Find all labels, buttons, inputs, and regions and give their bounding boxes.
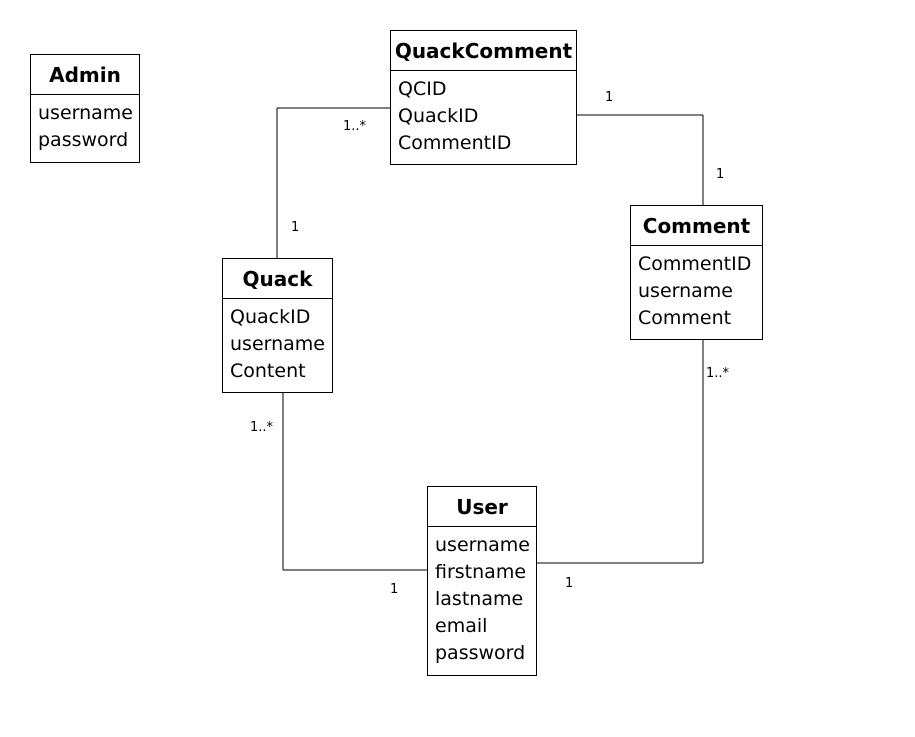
- multiplicity-user-to-quack: 1: [390, 582, 399, 597]
- attribute: CommentID: [638, 253, 752, 275]
- attribute: CommentID: [398, 132, 512, 154]
- multiplicity-quack-to-user: 1..*: [250, 420, 274, 435]
- attribute-list: username password: [31, 95, 139, 154]
- attribute-list: CommentID username Comment: [631, 246, 762, 332]
- attribute: QuackID: [398, 105, 479, 127]
- attribute: username: [638, 280, 733, 302]
- class-user: User username firstname lastname email p…: [427, 486, 537, 676]
- attribute-list: QCID QuackID CommentID: [391, 71, 576, 157]
- multiplicity-quack-to-quackcomment: 1: [291, 220, 300, 235]
- attribute: email: [435, 615, 488, 637]
- attribute-list: QuackID username Content: [223, 299, 332, 385]
- attribute: QCID: [398, 78, 447, 100]
- attribute: username: [230, 333, 325, 355]
- class-name: Quack: [223, 259, 332, 299]
- attribute: password: [435, 642, 526, 664]
- class-quack: Quack QuackID username Content: [222, 258, 333, 393]
- class-admin: Admin username password: [30, 54, 140, 163]
- attribute: QuackID: [230, 306, 311, 328]
- attribute: Comment: [638, 307, 732, 329]
- multiplicity-comment-to-quackcomment: 1: [716, 167, 725, 182]
- class-name: Admin: [31, 55, 139, 95]
- attribute: password: [38, 129, 129, 151]
- multiplicity-user-to-comment: 1: [565, 576, 574, 591]
- attribute: username: [435, 534, 530, 556]
- attribute: firstname: [435, 561, 527, 583]
- attribute: Content: [230, 360, 306, 382]
- multiplicity-comment-to-user: 1..*: [706, 366, 730, 381]
- class-name: Comment: [631, 206, 762, 246]
- attribute-list: username firstname lastname email passwo…: [428, 527, 536, 667]
- attribute: username: [38, 102, 133, 124]
- class-name: QuackComment: [391, 31, 576, 71]
- attribute: lastname: [435, 588, 524, 610]
- multiplicity-quackcomment-to-quack: 1..*: [343, 119, 367, 134]
- multiplicity-quackcomment-to-comment: 1: [605, 90, 614, 105]
- class-name: User: [428, 487, 536, 527]
- class-comment: Comment CommentID username Comment: [630, 205, 763, 340]
- class-quackcomment: QuackComment QCID QuackID CommentID: [390, 30, 577, 165]
